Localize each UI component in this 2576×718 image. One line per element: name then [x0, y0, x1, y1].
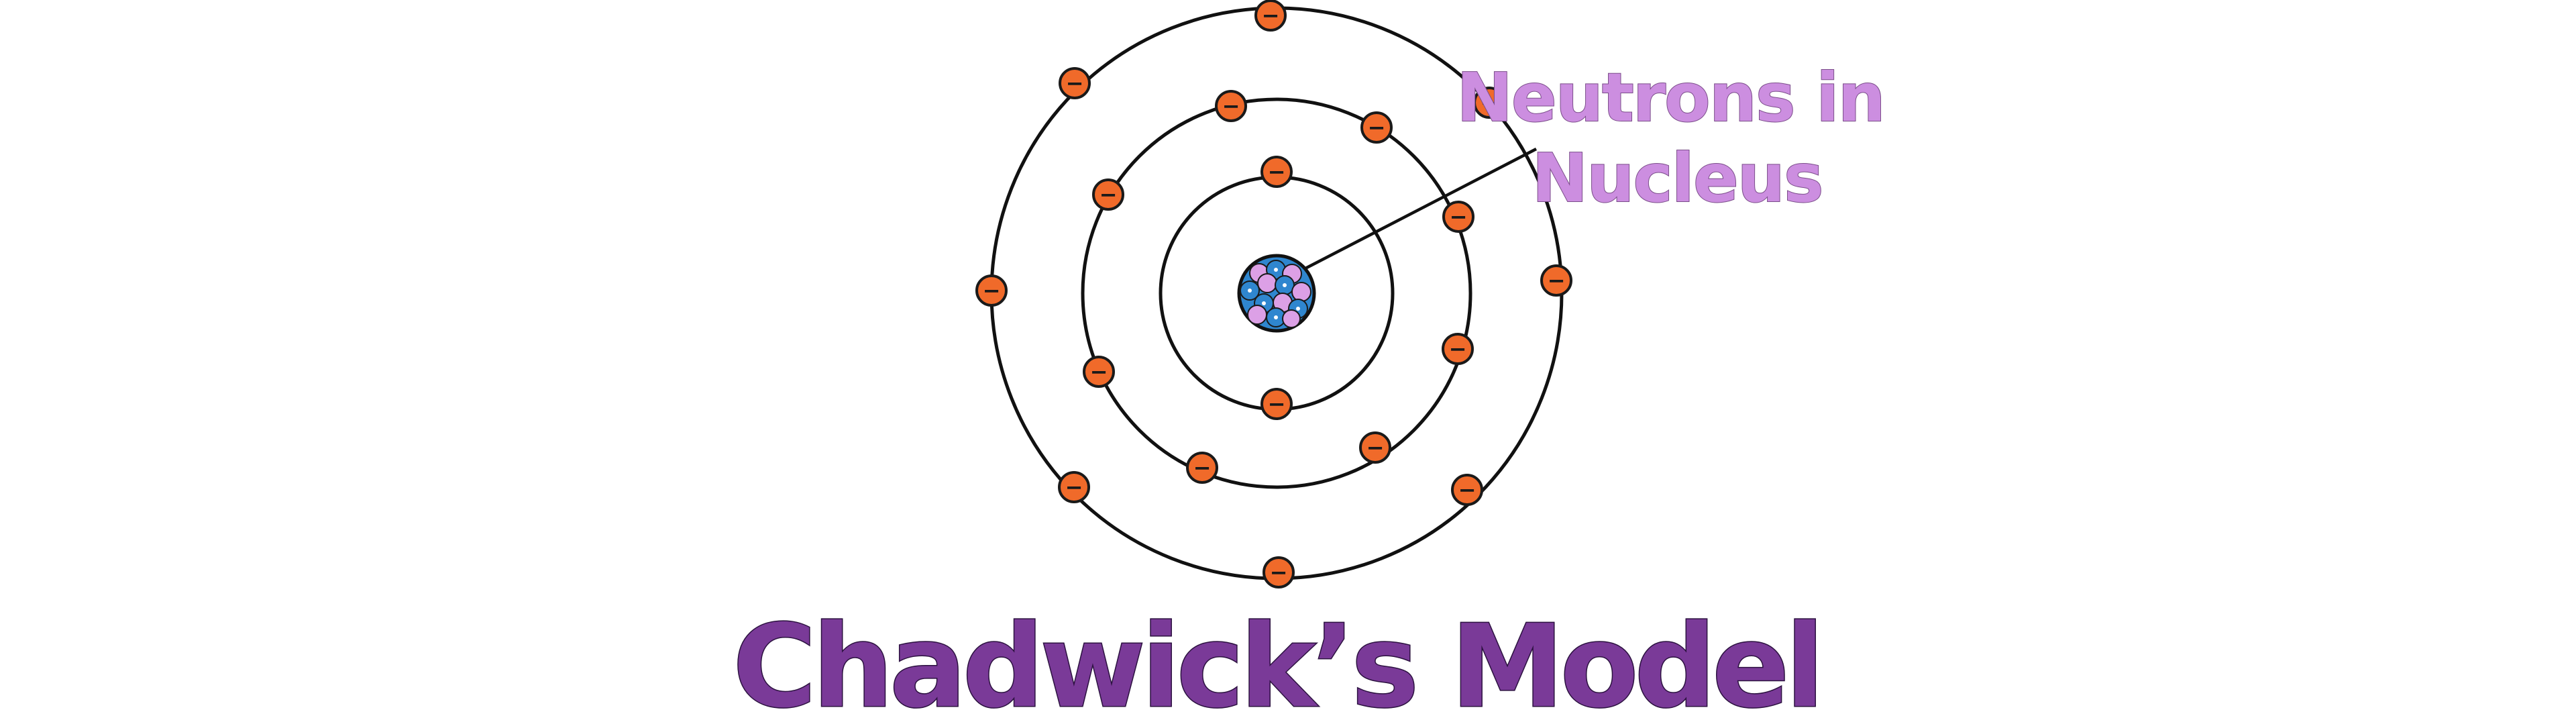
electron-icon: − [1263, 556, 1295, 588]
electron-icon: − [1359, 431, 1391, 464]
electron-sign: − [1066, 70, 1084, 96]
electron-sign: − [1065, 474, 1083, 500]
electron-icon: − [1442, 201, 1474, 233]
nucleus-icon [1237, 254, 1316, 333]
page-title: Chadwick’s Model [733, 601, 1821, 718]
electron-sign: − [1090, 359, 1108, 384]
electron-sign: − [1458, 477, 1477, 503]
neutron-label-line1: Neutrons in [1456, 58, 1884, 137]
electron-sign: − [1481, 90, 1499, 115]
outer-shell-electrons: − − − − − − − − [975, 0, 1572, 588]
electron-sign: − [1268, 391, 1286, 417]
nucleus-particles [1240, 260, 1311, 328]
electron-icon: − [1254, 0, 1287, 32]
electron-icon: − [975, 274, 1008, 307]
middle-shell-electrons: − − − − − − − − [1083, 90, 1474, 484]
electron-icon: − [1260, 156, 1293, 188]
electron-icon: − [1058, 471, 1090, 503]
neutron-particle [1257, 273, 1277, 293]
electron-icon: − [1092, 178, 1124, 211]
neutron-label: Neutrons in Nucleus [1456, 58, 1886, 218]
electron-icon: − [1540, 264, 1572, 297]
electron-icon: − [1451, 474, 1483, 506]
electron-icon: − [1215, 90, 1247, 122]
proton-dots [1248, 268, 1300, 319]
electron-sign: − [1368, 115, 1386, 140]
electron-sign: − [1193, 455, 1212, 480]
neutron-particle [1291, 282, 1311, 302]
inner-shell-electrons: − − [1260, 156, 1293, 420]
electron-sign: − [1450, 204, 1468, 229]
neutron-particle [1247, 305, 1267, 325]
electron-sign: − [1268, 159, 1286, 185]
electron-sign: − [1270, 560, 1288, 585]
electron-sign: − [1099, 182, 1118, 207]
electron-sign: − [1548, 268, 1566, 293]
electron-icon: − [1473, 87, 1505, 119]
neutron-pointer-line [1301, 148, 1538, 271]
electron-icon: − [1360, 111, 1393, 144]
electron-sign: − [1262, 3, 1280, 28]
electron-sign: − [983, 278, 1001, 303]
electron-icon: − [1059, 67, 1091, 99]
neutron-label-line2: Nucleus [1532, 139, 1823, 217]
electron-icon: − [1442, 333, 1474, 365]
electron-icon: − [1083, 356, 1115, 388]
electron-sign: − [1366, 435, 1385, 460]
electron-icon: − [1186, 452, 1218, 484]
electron-sign: − [1449, 336, 1467, 362]
neutron-particle [1282, 309, 1301, 328]
electron-sign: − [1222, 93, 1240, 119]
orbit-middle [1081, 97, 1472, 489]
electron-icon: − [1260, 388, 1293, 420]
